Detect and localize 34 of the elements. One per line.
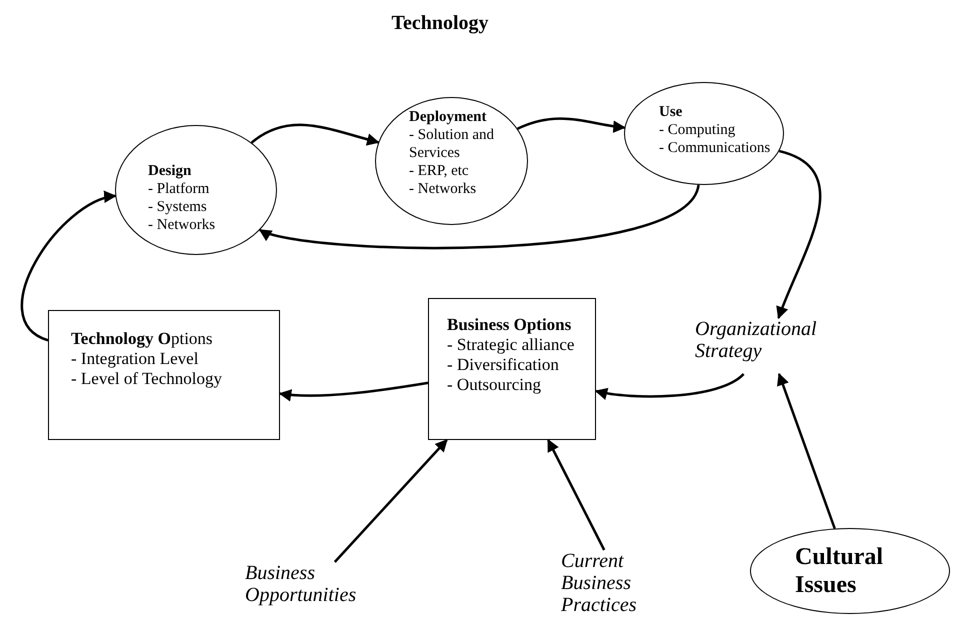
text-label: Organizational Strategy xyxy=(695,318,843,374)
text-label: Current Business Practices xyxy=(561,550,681,616)
list-item: - Systems xyxy=(148,198,208,216)
arrow xyxy=(20,192,117,342)
node-heading: Use xyxy=(659,103,684,121)
arrow xyxy=(278,382,428,402)
list-item: - Integration Level xyxy=(71,349,200,369)
arrow xyxy=(594,373,744,400)
list-item: - Strategic alliance xyxy=(447,335,576,355)
list-item: - Level of Technology xyxy=(71,369,223,389)
list-item: - Communications xyxy=(659,139,772,157)
list-item: - Networks xyxy=(148,216,216,234)
list-item: - Diversification xyxy=(447,355,560,375)
process-box xyxy=(428,298,596,440)
diagram-title: Technology xyxy=(390,12,490,35)
list-item: - Platform xyxy=(148,180,210,198)
arrow xyxy=(777,372,836,529)
arrow xyxy=(334,439,448,563)
text-label: Business Opportunities xyxy=(245,562,375,616)
list-item: - ERP, etc xyxy=(409,162,470,180)
node-heading: Deployment xyxy=(409,108,488,126)
node-heading: Technology Options xyxy=(71,329,214,349)
arrow xyxy=(776,150,822,320)
process-box xyxy=(48,310,280,440)
node-heading: Design xyxy=(148,162,192,180)
list-item: - Solution and Services xyxy=(409,126,495,162)
node-heading: Business Options xyxy=(447,315,572,335)
arrow xyxy=(547,438,606,551)
list-item: - Networks xyxy=(409,180,478,198)
arrow xyxy=(517,117,626,133)
arrow xyxy=(250,124,380,146)
node-heading: Cultural Issues xyxy=(795,543,884,599)
list-item: - Outsourcing xyxy=(447,375,542,395)
list-item: - Computing xyxy=(659,121,736,139)
